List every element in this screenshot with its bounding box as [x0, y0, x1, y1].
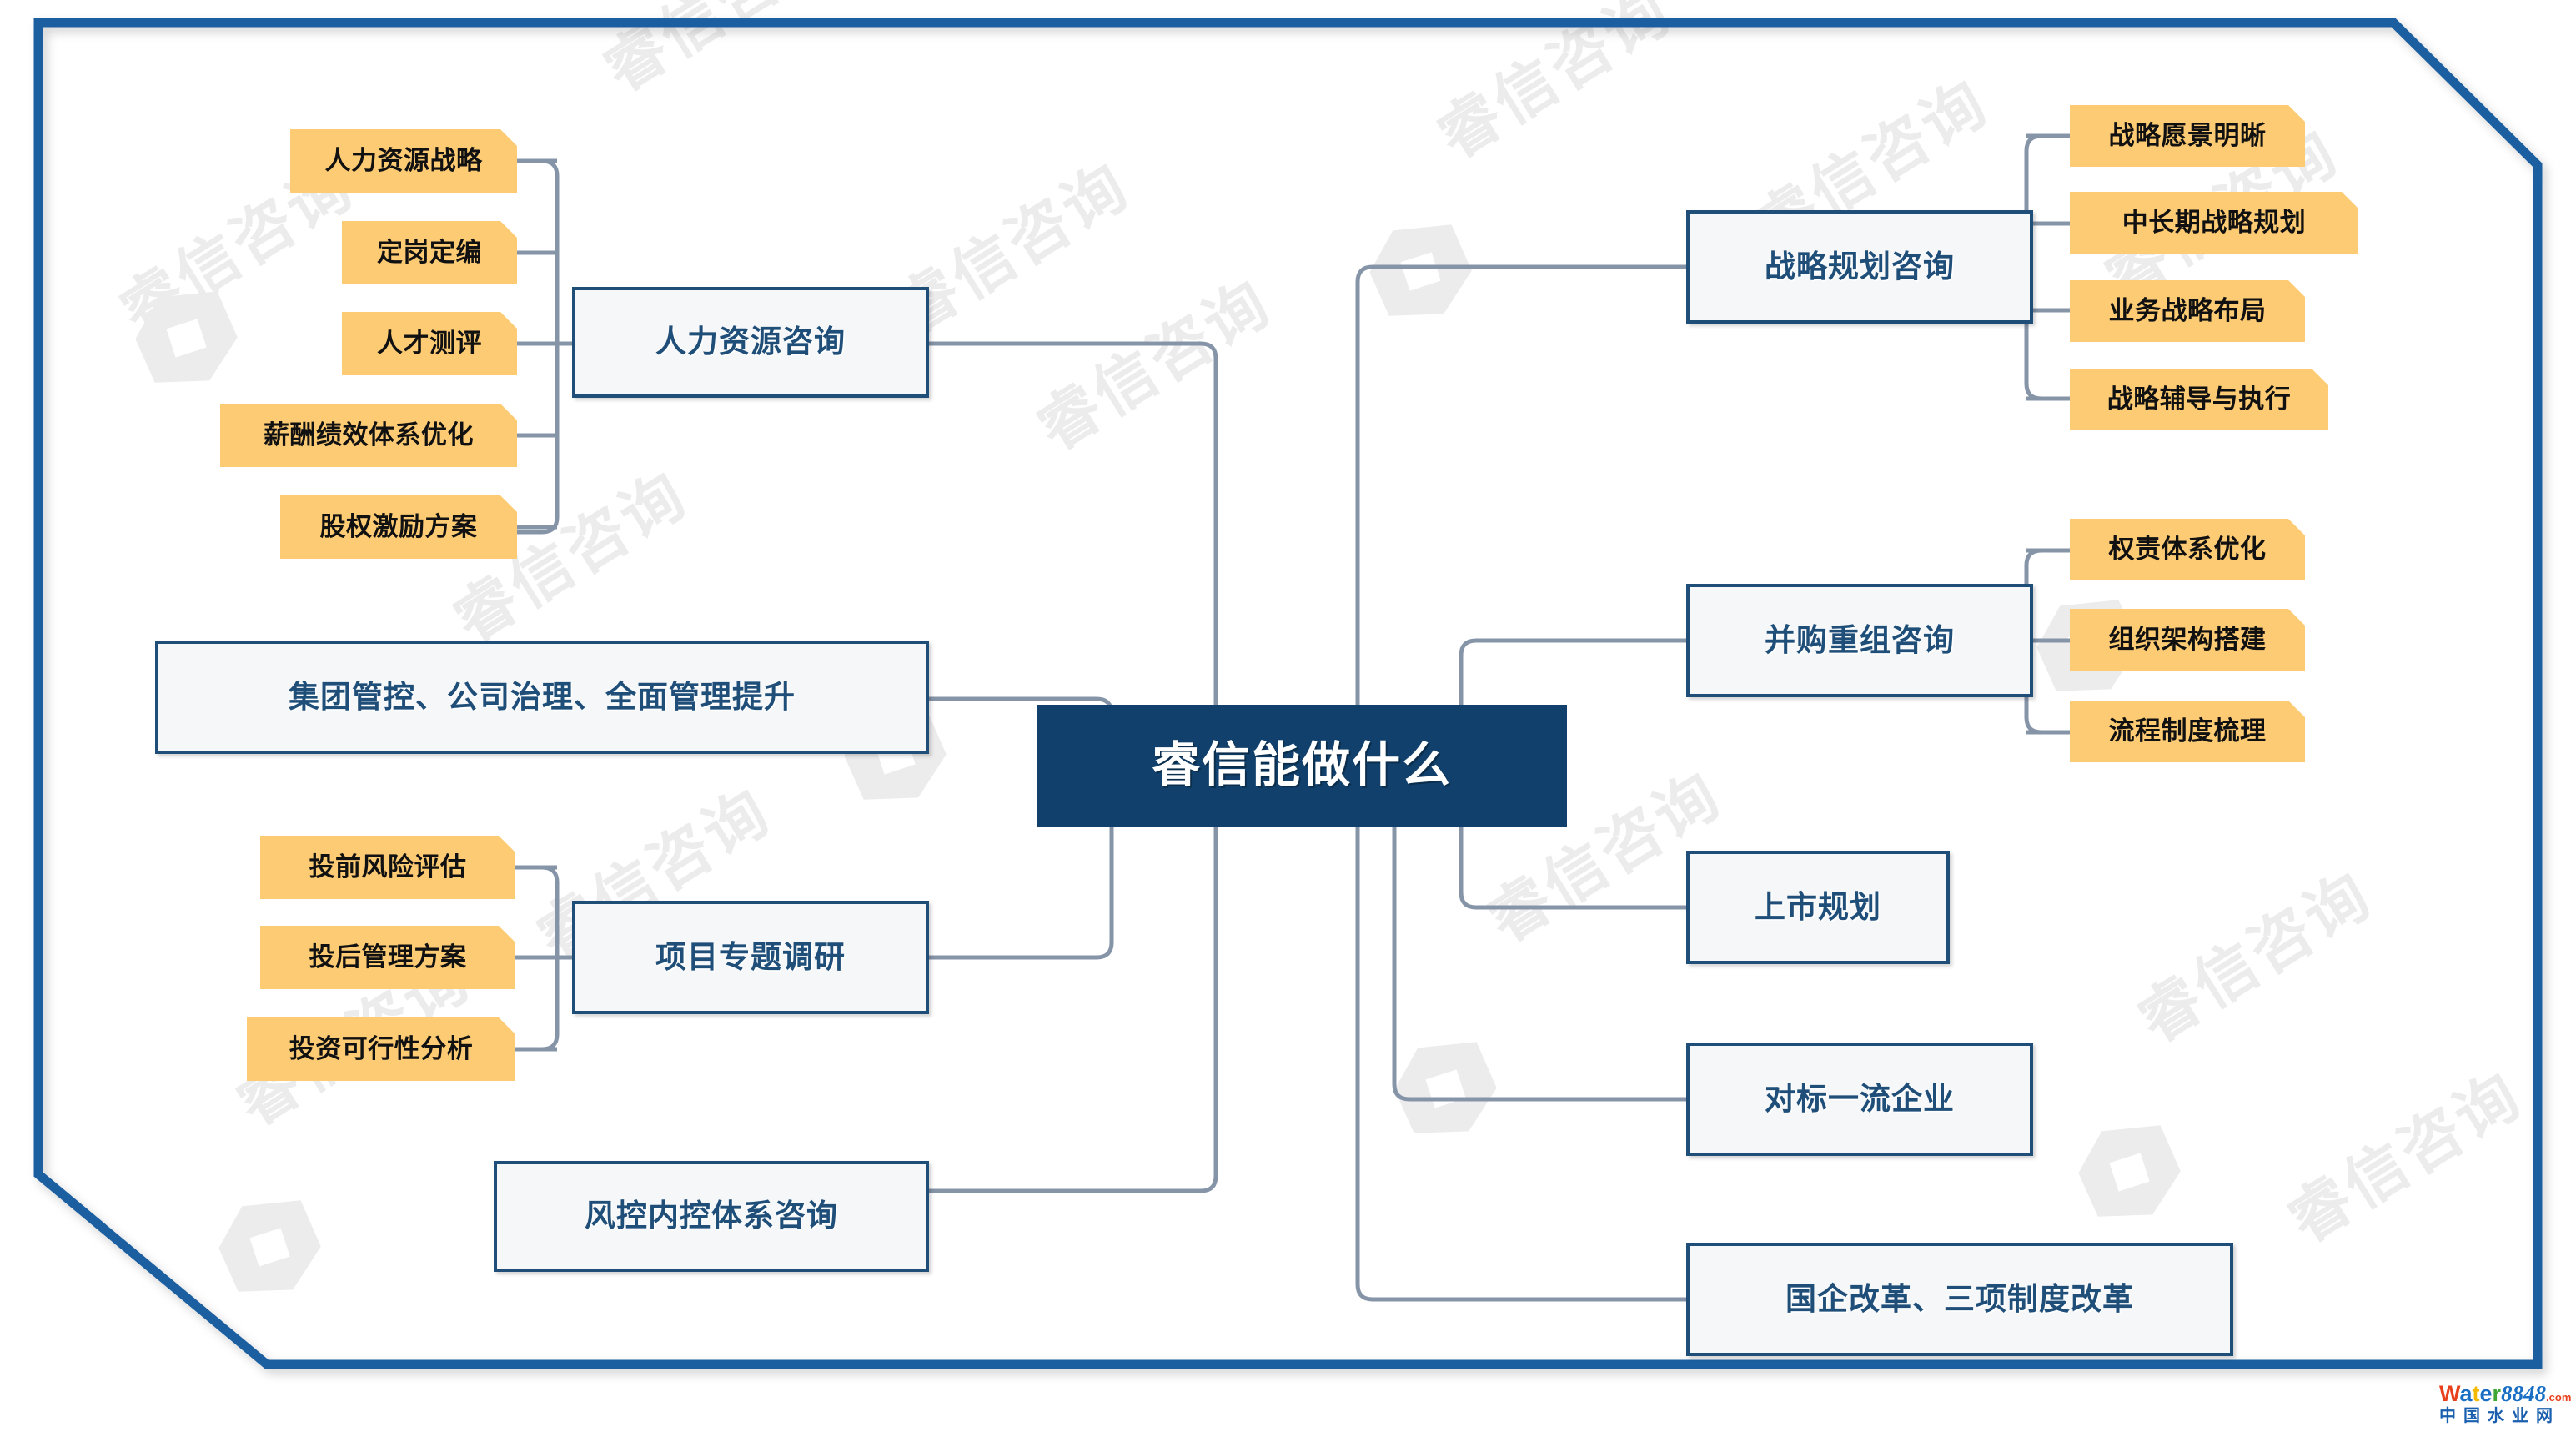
branch-label: 风控内控体系咨询 [585, 1198, 838, 1234]
branch-label: 战略规划咨询 [1765, 249, 1955, 284]
site-logo-subtitle: 中国水业网 [2439, 1407, 2560, 1425]
logo-number: 8848 [2501, 1381, 2547, 1406]
leaf-feasibility-analysis[interactable]: 投资可行性分析 [247, 1017, 515, 1081]
branch-label: 国企改革、三项制度改革 [1785, 1281, 2134, 1316]
branch-label: 项目专题调研 [655, 939, 846, 974]
leaf-label: 组织架构搭建 [2108, 625, 2267, 655]
leaf-label: 业务战略布局 [2108, 296, 2267, 326]
logo-letter-w: W [2439, 1381, 2460, 1406]
leaf-label: 流程制度梳理 [2108, 716, 2267, 746]
leaf-label: 定岗定编 [377, 238, 482, 268]
center-node-label: 睿信能做什么 [1151, 738, 1452, 793]
leaf-label: 薪酬绩效体系优化 [264, 420, 474, 450]
leaf-midterm-strategy[interactable]: 中长期战略规划 [2070, 192, 2358, 254]
branch-hr-consulting[interactable]: 人力资源咨询 [572, 287, 929, 398]
branch-ipo-planning[interactable]: 上市规划 [1686, 851, 1950, 964]
center-node[interactable]: 睿信能做什么 [1037, 705, 1567, 827]
leaf-label: 权责体系优化 [2108, 535, 2267, 565]
leaf-equity-incentive[interactable]: 股权激励方案 [280, 495, 517, 559]
leaf-process-system[interactable]: 流程制度梳理 [2070, 701, 2305, 762]
branch-label: 集团管控、公司治理、全面管理提升 [289, 679, 796, 714]
link-hr-leaf-trunk [512, 158, 560, 535]
leaf-org-structure[interactable]: 组织架构搭建 [2070, 609, 2305, 671]
leaf-label: 人力资源战略 [324, 146, 483, 176]
logo-letter-e: e [2479, 1381, 2493, 1406]
branch-project-research[interactable]: 项目专题调研 [572, 901, 929, 1014]
leaf-strategic-vision[interactable]: 战略愿景明晰 [2070, 105, 2305, 167]
leaf-hr-strategy[interactable]: 人力资源战略 [290, 129, 517, 193]
leaf-label: 战略愿景明晰 [2108, 121, 2267, 151]
branch-label: 上市规划 [1755, 889, 1881, 924]
site-logo-wordmark: Water8848.com [2439, 1383, 2571, 1405]
leaf-label: 投前风险评估 [309, 852, 467, 882]
leaf-business-layout[interactable]: 业务战略布局 [2070, 280, 2305, 342]
leaf-post-investment-mgmt[interactable]: 投后管理方案 [260, 926, 515, 989]
branch-label: 并购重组咨询 [1765, 622, 1955, 657]
branch-ma-restructuring[interactable]: 并购重组咨询 [1686, 584, 2033, 697]
branch-group-control[interactable]: 集团管控、公司治理、全面管理提升 [155, 641, 929, 754]
site-logo: Water8848.com 中国水业网 [2439, 1383, 2571, 1425]
logo-letter-a: a [2459, 1381, 2473, 1406]
logo-letter-t: t [2472, 1381, 2480, 1406]
leaf-label: 人才测评 [377, 329, 482, 359]
leaf-label: 投资可行性分析 [289, 1034, 474, 1064]
leaf-strategy-execution[interactable]: 战略辅导与执行 [2070, 369, 2328, 430]
leaf-pre-investment-risk[interactable]: 投前风险评估 [260, 836, 515, 899]
leaf-comp-performance[interactable]: 薪酬绩效体系优化 [220, 404, 517, 467]
branch-label: 人力资源咨询 [655, 324, 846, 359]
branch-label: 对标一流企业 [1765, 1081, 1955, 1116]
branch-soe-reform[interactable]: 国企改革、三项制度改革 [1686, 1243, 2233, 1356]
branch-risk-control[interactable]: 风控内控体系咨询 [494, 1161, 929, 1272]
leaf-talent-assessment[interactable]: 人才测评 [342, 312, 517, 375]
logo-tld: .com [2546, 1391, 2572, 1404]
leaf-job-staffing[interactable]: 定岗定编 [342, 221, 517, 284]
leaf-authority-system[interactable]: 权责体系优化 [2070, 519, 2305, 580]
logo-letter-r: r [2492, 1381, 2502, 1406]
branch-benchmark[interactable]: 对标一流企业 [1686, 1043, 2033, 1156]
branch-strategy-planning[interactable]: 战略规划咨询 [1686, 210, 2033, 324]
leaf-label: 投后管理方案 [309, 942, 467, 972]
leaf-label: 中长期战略规划 [2122, 208, 2307, 238]
leaf-label: 股权激励方案 [319, 512, 478, 542]
leaf-label: 战略辅导与执行 [2106, 384, 2292, 415]
